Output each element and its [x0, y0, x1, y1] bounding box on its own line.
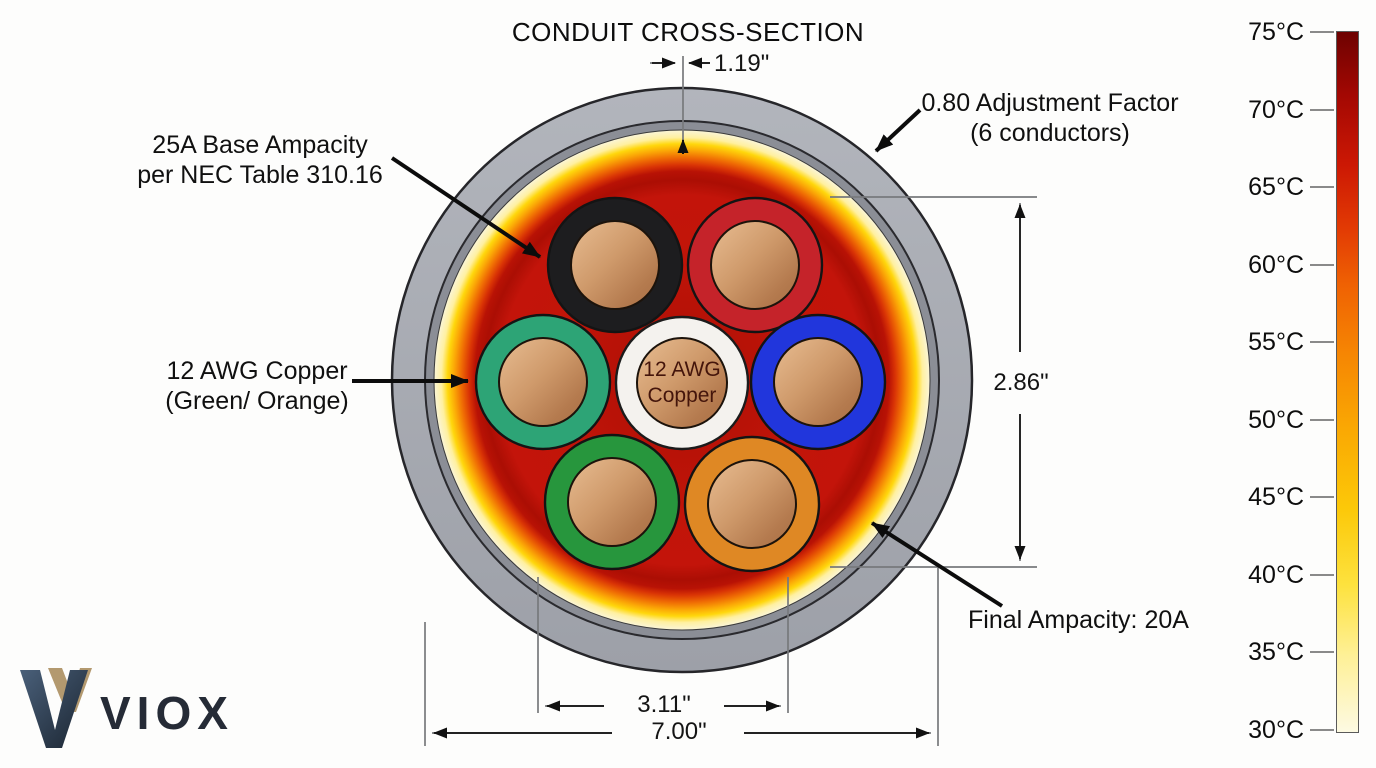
colorbar-tick-50 [1310, 419, 1334, 421]
annotation-adjustment-factor-line1: 0.80 Adjustment Factor [921, 89, 1179, 117]
dim-outer-diameter-label: 7.00" [651, 718, 707, 745]
colorbar-label-40: 40°C [1248, 561, 1304, 589]
colorbar-label-60: 60°C [1248, 251, 1304, 279]
conductor-green [543, 433, 681, 571]
colorbar-tick-45 [1310, 496, 1334, 498]
colorbar-tick-75 [1310, 31, 1334, 33]
conductor-black [546, 196, 684, 334]
leader-base-ampacity [390, 156, 542, 259]
dim-bundle-width-label: 3.11" [637, 691, 691, 718]
leader-adjustment-factor [874, 108, 922, 153]
annotation-base-ampacity-line2: per NEC Table 310.16 [137, 161, 383, 189]
page-title: CONDUIT CROSS-SECTION [511, 17, 865, 47]
center-conductor-label-line1: 12 AWG [643, 358, 721, 381]
colorbar-label-35: 35°C [1248, 638, 1304, 666]
colorbar-label-50: 50°C [1248, 406, 1304, 434]
annotation-wire-type: 12 AWG Copper (Green/ Orange) [165, 356, 348, 416]
colorbar-tick-70 [1310, 109, 1334, 111]
leader-final-ampacity [870, 521, 1004, 608]
leader-arrows [352, 108, 1004, 608]
colorbar-tick-40 [1310, 574, 1334, 576]
colorbar-tick-55 [1310, 341, 1334, 343]
dimension-arrows [433, 57, 1026, 739]
colorbar-tick-35 [1310, 651, 1334, 653]
annotation-base-ampacity: 25A Base Ampacity per NEC Table 310.16 [137, 130, 383, 190]
dim-bundle-height-label: 2.86" [993, 369, 1049, 396]
annotation-wire-type-line1: 12 AWG Copper [166, 357, 348, 385]
colorbar-label-30: 30°C [1248, 716, 1304, 744]
colorbar-label-70: 70°C [1248, 96, 1304, 124]
colorbar-tick-30 [1310, 729, 1334, 731]
colorbar-tick-65 [1310, 186, 1334, 188]
conductor-center-white [614, 315, 750, 451]
colorbar-label-75: 75°C [1248, 18, 1304, 46]
center-conductor-label: 12 AWG Copper [643, 357, 720, 409]
conductor-orange [683, 435, 821, 573]
colorbar-tick-60 [1310, 264, 1334, 266]
colorbar-label-45: 45°C [1248, 483, 1304, 511]
conductor-red [686, 196, 824, 334]
conductor-teal-green [474, 313, 612, 451]
brand-mark-icon [20, 668, 92, 748]
temperature-colorbar [1336, 31, 1359, 733]
annotation-final-ampacity: Final Ampacity: 20A [968, 606, 1189, 634]
center-conductor-label-line2: Copper [647, 384, 717, 407]
brand-wordmark: VIOX [100, 687, 234, 739]
colorbar-label-65: 65°C [1248, 173, 1304, 201]
dim-wall-offset-label: 1.19" [714, 50, 770, 77]
annotation-base-ampacity-line1: 25A Base Ampacity [152, 131, 368, 159]
annotation-adjustment-factor: 0.80 Adjustment Factor (6 conductors) [921, 88, 1178, 148]
annotation-adjustment-factor-line2: (6 conductors) [970, 119, 1130, 147]
annotation-wire-type-line2: (Green/ Orange) [165, 387, 349, 415]
conductor-blue [749, 313, 887, 451]
colorbar-label-55: 55°C [1248, 328, 1304, 356]
